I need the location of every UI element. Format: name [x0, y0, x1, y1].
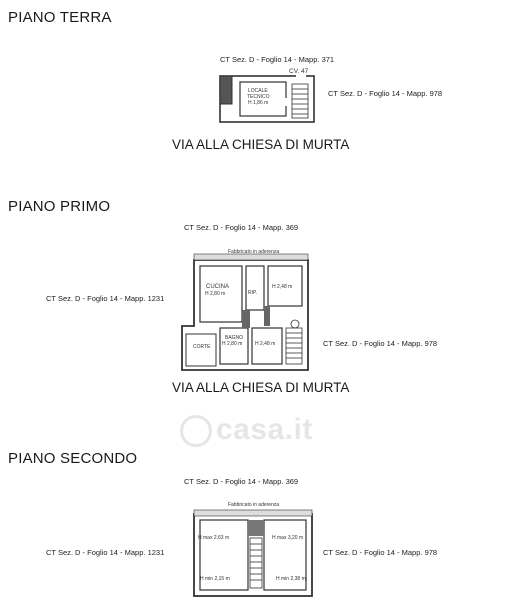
- h-min-right: H min 2,38 m: [276, 576, 306, 582]
- yard-label: CORTE: [193, 344, 211, 350]
- second-adjacent-label: Fabbricato in aderenza: [228, 502, 280, 508]
- first-parcel-top: CT Sez. D - Foglio 14 - Mapp. 369: [184, 223, 299, 232]
- room-top-height: H 2,48 m: [272, 284, 293, 290]
- civic-number: CV. 47: [289, 68, 309, 75]
- ground-room-height: H 1,86 m: [248, 100, 269, 106]
- watermark-logo-icon: [180, 415, 212, 448]
- h-max-right: H max 3,20 m: [272, 535, 304, 541]
- watermark: casa.it: [180, 413, 313, 448]
- ground-street-label: VIA ALLA CHIESA DI MURTA: [172, 137, 350, 152]
- h-max-left: H max 2,63 m: [198, 535, 230, 541]
- bath-label: BAGNO: [225, 335, 244, 341]
- ground-parcel-top: CT Sez. D - Foglio 14 - Mapp. 371: [220, 55, 335, 64]
- second-parcel-left: CT Sez. D - Foglio 14 - Mapp. 1231: [46, 548, 165, 557]
- second-parcel-right: CT Sez. D - Foglio 14 - Mapp. 978: [323, 548, 438, 557]
- closet-label: RIP.: [248, 290, 258, 296]
- ground-floor-title: PIANO TERRA: [8, 9, 112, 26]
- first-parcel-left: CT Sez. D - Foglio 14 - Mapp. 1231: [46, 294, 165, 303]
- first-floor-plan: [181, 253, 309, 371]
- room-bottom-height: H 2,48 m: [255, 341, 276, 347]
- h-min-left: H min 2,15 m: [200, 576, 230, 582]
- ground-room-name-1: LOCALE: [248, 88, 268, 94]
- second-floor-plan: [193, 509, 313, 597]
- bath-height: H 2,80 m: [222, 341, 243, 347]
- second-parcel-top: CT Sez. D - Foglio 14 - Mapp. 369: [184, 477, 299, 486]
- ground-parcel-right: CT Sez. D - Foglio 14 - Mapp. 978: [328, 89, 443, 98]
- kitchen-label: CUCINA: [206, 284, 230, 290]
- ground-floor-plan: [219, 74, 315, 123]
- ground-room-name-2: TECNICO: [247, 94, 270, 100]
- first-floor-title: PIANO PRIMO: [8, 198, 111, 215]
- first-adjacent-label: Fabbricato in aderenza: [228, 249, 280, 255]
- kitchen-height: H 2,80 m: [205, 291, 226, 297]
- first-street-label: VIA ALLA CHIESA DI MURTA: [172, 380, 350, 395]
- second-floor-title: PIANO SECONDO: [8, 450, 138, 467]
- first-parcel-right: CT Sez. D - Foglio 14 - Mapp. 978: [323, 339, 438, 348]
